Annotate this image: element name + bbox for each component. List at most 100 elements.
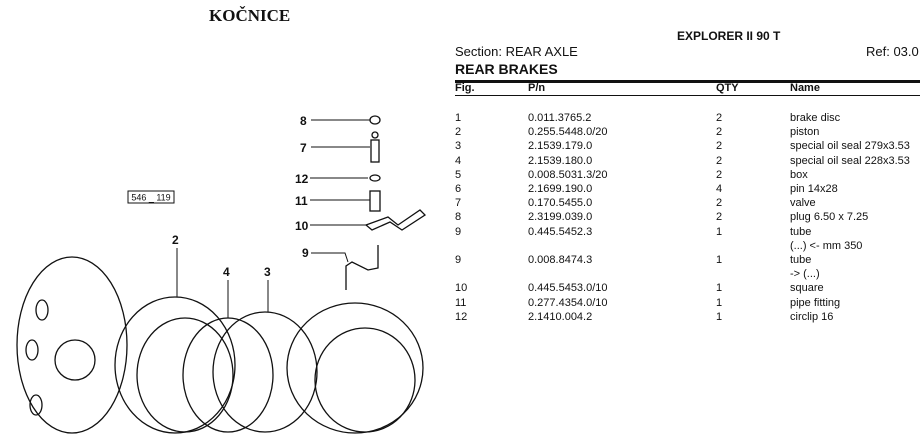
name-cell: (...) <- mm 350 <box>790 239 863 252</box>
exploded-diagram: 546 _ 119 8 7 12 11 10 9 2 4 3 <box>16 114 427 434</box>
table-row: 2 0.255.5448.0/20 2 piston <box>0 125 920 139</box>
diagram-ref-code: 546 _ 119 <box>131 193 170 203</box>
col-header-fig: Fig. <box>455 82 475 94</box>
model-name: EXPLORER II 90 T <box>677 29 781 43</box>
qty-cell: 2 <box>716 126 723 139</box>
part-number-cell: 2.1410.004.2 <box>528 310 593 323</box>
name-cell: plug 6.50 x 7.25 <box>790 211 869 224</box>
qty-cell: 1 <box>716 296 723 309</box>
qty-cell: 2 <box>716 197 723 210</box>
part-number-cell: 0.170.5455.0 <box>528 197 593 210</box>
ref-label: Ref: 03.0 <box>866 44 919 59</box>
qty-cell: 1 <box>716 282 723 295</box>
part-number-cell: 0.277.4354.0/10 <box>528 296 608 309</box>
name-cell: pipe fitting <box>790 296 841 309</box>
name-cell: circlip 16 <box>790 310 834 323</box>
fig-cell: 10 <box>455 282 468 295</box>
qty-cell: 1 <box>716 310 723 323</box>
part-number-cell: 2.1539.180.0 <box>528 154 593 167</box>
name-cell: pin 14x28 <box>790 183 838 195</box>
pipe-fitting-part <box>369 190 381 212</box>
table-row: 4 2.1539.180.0 2 special oil seal 228x3.53 <box>0 154 920 168</box>
fig-cell: 5 <box>455 168 462 181</box>
col-header-name: Name <box>790 82 820 94</box>
callout-10: 10 <box>295 219 309 233</box>
fig-cell: 12 <box>455 310 468 323</box>
col-header-qty: QTY <box>716 82 739 94</box>
qty-cell: 2 <box>716 112 723 124</box>
box-part <box>286 302 424 434</box>
brake-disc-part <box>16 256 128 434</box>
fig-cell: 6 <box>455 183 462 195</box>
callout-8: 8 <box>300 114 307 128</box>
fig-cell: 8 <box>455 211 462 224</box>
table-row: 11 0.277.4354.0/10 1 pipe fitting <box>0 296 920 310</box>
table-row: 5 0.008.5031.3/20 2 box <box>0 168 920 182</box>
part-number-cell: 0.445.5452.3 <box>528 225 593 238</box>
table-row: (...) <- mm 350 <box>0 239 920 253</box>
col-header-pn: P/n <box>528 82 546 94</box>
piston-part <box>114 296 236 434</box>
name-cell: valve <box>790 197 816 210</box>
fig-cell: 9 <box>455 225 462 238</box>
name-cell: square <box>790 282 824 295</box>
fig-cell: 1 <box>455 112 462 124</box>
qty-cell: 2 <box>716 168 723 181</box>
callout-3: 3 <box>264 265 271 279</box>
part-number-cell: 2.1539.179.0 <box>528 140 593 153</box>
qty-cell: 1 <box>716 225 723 238</box>
table-row: 9 0.445.5452.3 1 tube <box>0 225 920 239</box>
name-cell: -> (...) <box>790 268 820 281</box>
table-row: 9 0.008.8474.3 1 tube <box>0 253 920 267</box>
callout-9: 9 <box>302 246 309 260</box>
name-cell: brake disc <box>790 112 841 124</box>
fig-cell: 2 <box>455 126 462 139</box>
qty-cell: 2 <box>716 211 723 224</box>
part-number-cell: 2.3199.039.0 <box>528 211 593 224</box>
qty-cell: 2 <box>716 140 723 153</box>
table-row: 1 0.011.3765.2 2 brake disc <box>0 111 920 125</box>
callout-11: 11 <box>295 194 308 208</box>
callout-12: 12 <box>295 172 309 186</box>
name-cell: box <box>790 168 808 181</box>
name-cell: piston <box>790 126 820 139</box>
fig-cell: 11 <box>455 296 467 309</box>
table-row: 6 2.1699.190.0 4 pin 14x28 <box>0 182 920 196</box>
part-number-cell: 2.1699.190.0 <box>528 183 593 195</box>
part-number-cell: 0.008.8474.3 <box>528 254 593 266</box>
plug-part <box>369 115 381 125</box>
qty-cell: 2 <box>716 154 723 167</box>
square-bracket-part <box>364 209 427 231</box>
header-underline <box>455 95 920 96</box>
oil-seal-4 <box>182 317 274 433</box>
name-cell: tube <box>790 225 812 238</box>
qty-cell: 1 <box>716 254 723 266</box>
callout-7: 7 <box>300 141 307 155</box>
name-cell: tube <box>790 254 812 266</box>
fig-cell: 9 <box>455 254 462 266</box>
callout-4: 4 <box>223 265 230 279</box>
tube-part <box>345 245 379 290</box>
part-number-cell: 0.445.5453.0/10 <box>528 282 608 295</box>
table-row: 3 2.1539.179.0 2 special oil seal 279x3.53 <box>0 139 920 153</box>
section-label: Section: REAR AXLE <box>455 44 578 59</box>
name-cell: special oil seal 228x3.53 <box>790 154 910 167</box>
qty-cell: 4 <box>716 183 723 195</box>
table-row: 12 2.1410.004.2 1 circlip 16 <box>0 310 920 324</box>
circlip-part <box>369 174 381 182</box>
name-cell: special oil seal 279x3.53 <box>790 140 910 153</box>
diagram-ref-box: 546 _ 119 <box>127 190 175 204</box>
document-title: KOČNICE <box>209 6 291 25</box>
fig-cell: 3 <box>455 140 462 153</box>
valve-part <box>370 131 380 163</box>
fig-cell: 4 <box>455 154 462 167</box>
leader-lines <box>176 119 370 318</box>
oil-seal-3 <box>212 311 318 433</box>
callout-2: 2 <box>172 233 179 247</box>
parts-heading: REAR BRAKES <box>455 61 558 77</box>
table-row: 10 0.445.5453.0/10 1 square <box>0 281 920 295</box>
part-number-cell: 0.255.5448.0/20 <box>528 126 608 139</box>
part-number-cell: 0.011.3765.2 <box>528 112 592 124</box>
part-number-cell: 0.008.5031.3/20 <box>528 168 608 181</box>
